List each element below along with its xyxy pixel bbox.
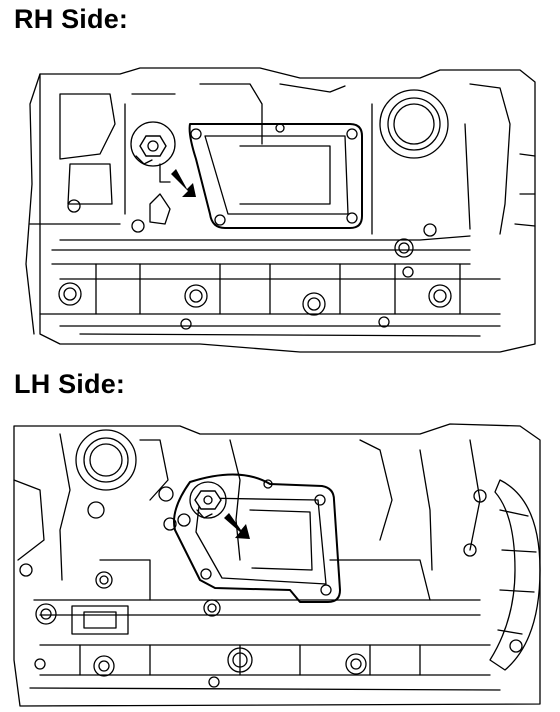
rh-mounting-bosses	[58, 199, 452, 330]
lh-large-circular-port	[75, 429, 137, 491]
rh-side-heading: RH Side:	[14, 4, 129, 34]
rh-side-engine-diagram	[25, 67, 536, 353]
lh-mounting-bosses	[19, 486, 523, 688]
lh-cover-plate	[173, 473, 341, 603]
rh-cover-plate	[188, 123, 363, 229]
rh-block-outline	[25, 67, 536, 353]
lh-side-engine-diagram	[13, 423, 541, 707]
rh-large-circular-port	[379, 89, 449, 159]
lh-block-outline	[13, 423, 541, 707]
arrow-pointer-icon	[224, 513, 250, 539]
hex-bolt-icon	[194, 490, 222, 510]
hex-bolt-icon	[139, 135, 167, 157]
arrow-pointer-icon	[171, 169, 196, 197]
lh-bolt-sensor	[189, 481, 227, 519]
lh-side-heading: LH Side:	[14, 369, 126, 399]
rh-bolt-sensor	[130, 121, 176, 183]
lh-timing-cover	[489, 479, 541, 671]
lh-bracket	[71, 605, 129, 635]
